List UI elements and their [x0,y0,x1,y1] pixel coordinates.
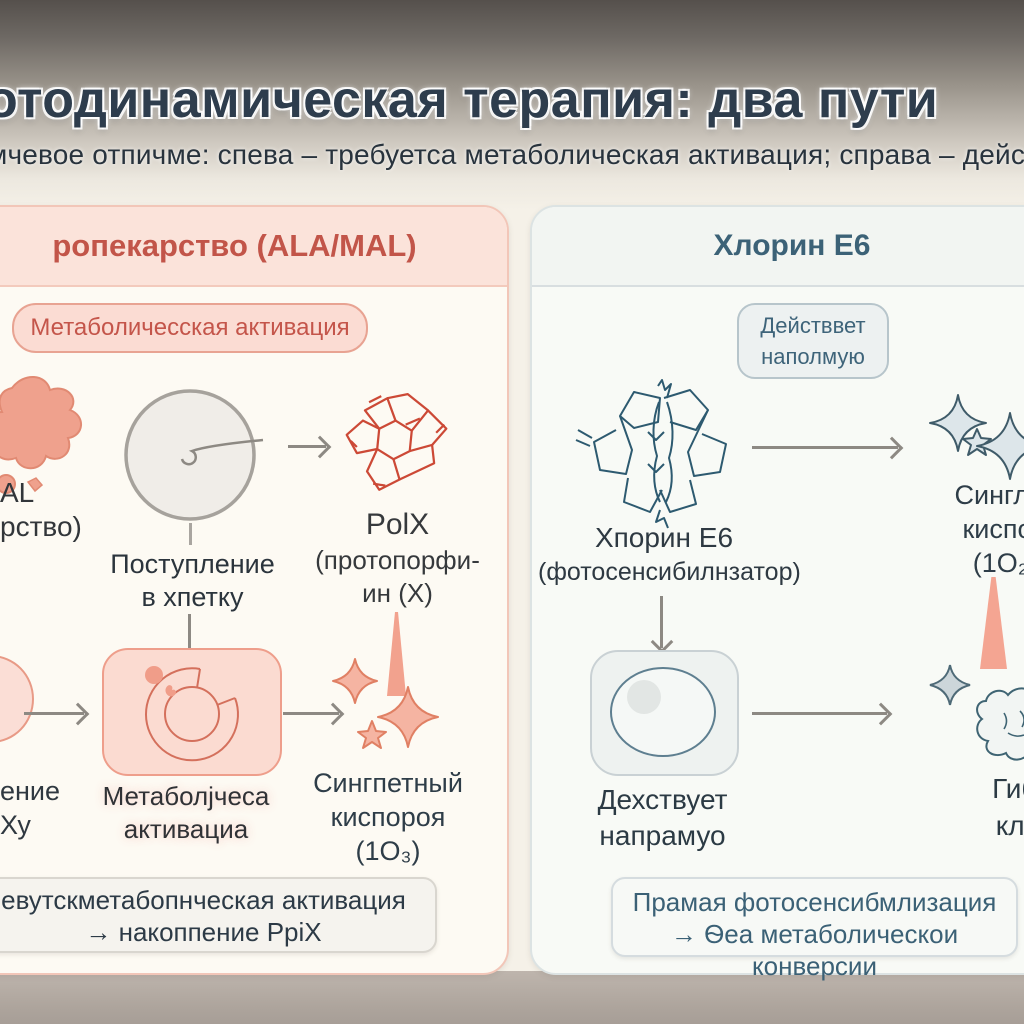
direct-action-caption: Дехствует напрамуо [597,784,728,851]
ppix-molecule-icon [345,393,448,491]
arrow-right-icon-to-death [752,712,887,715]
ppix-label: PolX (протопорфи- ин (X) [315,508,480,608]
cell-ellipse-icon [610,667,716,757]
singlet-oxygen-right-label: Синглет киспор (1O₂) [954,480,1024,578]
singlet-oxygen-left-sparkles-icon [332,658,439,749]
right-panel-header: Хлорин Е6 [532,207,1024,287]
cell-death-label: Гибеп клетк [992,773,1024,841]
sparkle-grey-icon [929,664,971,706]
right-panel-title: Хлорин Е6 [713,229,871,262]
singlet-oxygen-left-label: Сингпетный киспороя (1O₃) [313,768,463,866]
arrow-right-icon-to-ppix [288,445,326,448]
enzyme-ring-icon [145,666,239,762]
arrow-right-icon-to-singlet-left [283,712,339,715]
singlet-oxygen-right-sparkles-icon [929,394,1024,480]
cell-uptake-caption: Поступление в хпетку [110,549,275,612]
metabolic-activation-badge-label: Метаболичесская активация [30,314,350,341]
arrow-down-icon-uptake [188,614,191,656]
dead-cell-icon [976,687,1024,761]
ala-drug-blob-icon [0,376,82,494]
page-title: отодинамическая терапия: два пути [0,71,939,129]
arrow-right-icon-to-singlet-right [752,446,898,449]
right-footer-note: Прамая фотосенсибмлизация → Ѳеа метаболи… [611,877,1018,981]
page-subtitle: мчевое отпичме: спева – требуетса метабо… [0,139,1024,170]
arrow-down-icon-chlorin [660,596,663,648]
direct-action-cell-icon [590,650,739,776]
left-panel-header: ропекарство (ALA/MAL) [0,207,507,287]
top-gradient [0,0,1024,210]
connector-line [189,523,192,545]
chlorin-label: Хпорин Е6 (фотосенсибилнзатор) [538,522,801,586]
arrow-right-icon-to-activation [24,712,84,715]
left-footer-note: евутскметабопнческая активация → накоппе… [0,877,437,953]
ala-drug-label: AL рство) [0,477,82,542]
chlorin-molecule-icon [575,379,727,529]
metabolic-activation-caption: Метаболјчеса активациа [102,781,270,844]
bottom-strip [0,971,1024,1024]
direct-action-badge: Действвет наполмую [737,303,889,379]
accumulation-label: ение Ху [0,776,61,840]
metabolic-activation-badge: Метаболичесская активация [12,303,368,353]
metabolic-activation-cell-icon [102,648,282,776]
cell-uptake-circle-icon [124,389,264,521]
left-panel-title: ропекарство (ALA/MAL) [52,228,417,263]
